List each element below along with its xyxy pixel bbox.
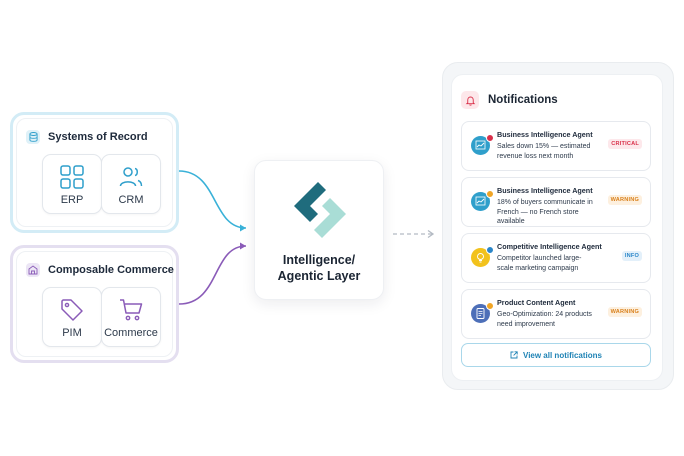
info-badge: INFO: [621, 251, 642, 261]
notification-agent: Business Intelligence Agent: [497, 186, 593, 195]
warning-badge: WARNING: [607, 307, 642, 317]
notification-message: Competitor launched large-scale marketin…: [497, 255, 582, 272]
connector-systems-of-record: [178, 170, 247, 229]
users-icon: [119, 167, 143, 187]
view-all-label: View all notifications: [523, 350, 602, 360]
notification-agent: Competitive Intelligence Agent: [497, 242, 602, 251]
status-dot: [486, 302, 494, 310]
notification-item[interactable]: Product Content Agent Geo-Optimization: …: [461, 289, 651, 339]
systems-of-record-group: Systems of Record ERP CRM: [10, 112, 179, 233]
view-all-notifications-button[interactable]: View all notifications: [461, 343, 651, 367]
intelligence-layer-title: Intelligence/ Agentic Layer: [255, 252, 383, 284]
puzzle-icon: [26, 263, 40, 277]
connector-arrowhead-purple: [240, 242, 246, 250]
chart-icon: [471, 192, 490, 211]
warning-badge: WARNING: [607, 195, 642, 205]
commerce-tile[interactable]: Commerce: [101, 287, 161, 347]
status-dot: [486, 190, 494, 198]
external-link-icon: [510, 351, 518, 359]
connector-arrowhead-dashed: [427, 229, 435, 239]
pim-tile[interactable]: PIM: [42, 287, 102, 347]
notification-item[interactable]: Competitive Intelligence Agent Competito…: [461, 233, 651, 283]
notification-item[interactable]: Business Intelligence Agent 18% of buyer…: [461, 177, 651, 227]
notification-agent: Business Intelligence Agent: [497, 130, 593, 139]
erp-label: ERP: [60, 194, 84, 206]
grid-icon: [60, 165, 84, 189]
notification-message: Sales down 15% — estimated revenue loss …: [497, 143, 591, 160]
composable-commerce-title: Composable Commerce: [48, 264, 174, 276]
notification-agent: Product Content Agent: [497, 298, 576, 307]
bulb-icon: [471, 248, 490, 267]
cart-icon: [120, 299, 143, 321]
database-icon: [26, 130, 40, 144]
notifications-title: Notifications: [488, 94, 558, 106]
intelligence-logo-icon: [294, 182, 346, 238]
document-icon: [471, 304, 490, 323]
chart-icon: [471, 136, 490, 155]
systems-of-record-header: Systems of Record: [26, 130, 148, 144]
notification-item[interactable]: Business Intelligence Agent Sales down 1…: [461, 121, 651, 171]
critical-badge: CRITICAL: [608, 139, 642, 149]
intelligence-layer-line2: Agentic Layer: [277, 269, 361, 283]
intelligence-layer-node: Intelligence/ Agentic Layer: [254, 160, 384, 300]
pim-label: PIM: [62, 327, 82, 339]
connector-composable-commerce: [178, 245, 247, 305]
intelligence-layer-line1: Intelligence/: [282, 253, 356, 267]
status-dot: [486, 134, 494, 142]
notifications-header: Notifications: [461, 91, 558, 109]
notification-message: 18% of buyers communicate in French — no…: [497, 199, 593, 226]
status-dot: [486, 246, 494, 254]
crm-tile[interactable]: CRM: [101, 154, 161, 214]
tag-icon: [61, 299, 83, 321]
systems-of-record-title: Systems of Record: [48, 131, 148, 143]
composable-commerce-group: Composable Commerce PIM Commerce: [10, 245, 179, 363]
notification-message: Geo-Optimization: 24 products need impro…: [497, 311, 592, 328]
erp-tile[interactable]: ERP: [42, 154, 102, 214]
bell-icon: [461, 91, 479, 109]
composable-commerce-header: Composable Commerce: [26, 263, 174, 277]
connector-arrowhead-cyan: [240, 224, 246, 232]
commerce-label: Commerce: [104, 327, 158, 339]
crm-label: CRM: [118, 194, 144, 206]
